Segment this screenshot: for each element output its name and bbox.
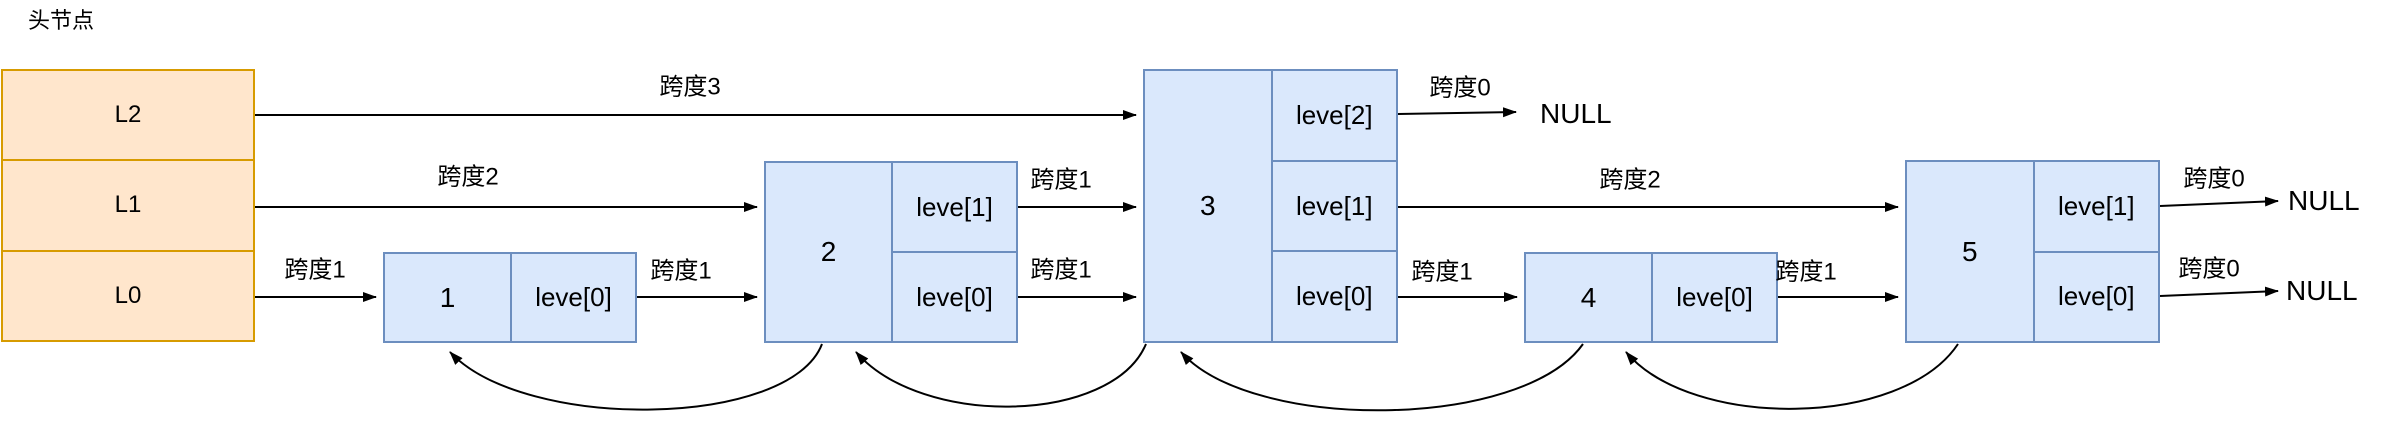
node-1-level-0: leve[0] [535,282,612,312]
span-label-node3-lv2-null: 跨度0 [1429,74,1491,102]
span-label-node1-to-node2: 跨度1 [650,257,712,285]
head-level-l1: L1 [3,159,253,249]
node-3-value: 3 [1199,190,1216,221]
node-2: 2 leve[1] leve[0] [764,161,1018,343]
node-4-level-0: leve[0] [1676,282,1753,312]
node-2-level-1: leve[1] [916,191,993,222]
node-3-level-1: leve[1] [1272,159,1396,251]
node-1: 1 leve[0] [383,252,637,343]
null-label-node3-lv2: NULL [1540,98,1612,129]
span-label-l1-to-node2: 跨度2 [437,163,499,191]
node-5-value: 5 [1961,235,1978,267]
node-4-value: 4 [1580,281,1597,313]
span-label-l2-to-node3: 跨度3 [659,73,721,101]
span-label-node2-lv1-node3: 跨度1 [1030,166,1092,194]
null-label-node5-lv0: NULL [2286,275,2358,306]
span-label-node2-lv0-node3: 跨度1 [1030,256,1092,284]
span-label-node3-lv0-node4: 跨度1 [1411,258,1473,286]
node-2-level-0: leve[0] [893,251,1016,341]
node-1-value: 1 [439,281,456,313]
arrow-node5-lv1-to-null [2159,196,2279,207]
span-label-node3-lv1-node5: 跨度2 [1599,166,1661,194]
prev-arrow-node2-to-node1 [449,343,823,411]
arrow-node3-lv2-to-null [1397,107,1517,118]
node-5-level-0: leve[0] [2034,250,2158,342]
node-5: 5 leve[1] leve[0] [1905,160,2160,343]
head-level-l2: L2 [114,101,142,129]
node-2-value: 2 [820,236,837,267]
head-level-l0: L0 [3,249,253,340]
head-node: L2 L1 L0 [1,69,255,342]
span-label-node5-lv0-null: 跨度0 [2178,255,2240,283]
null-label-node5-lv1: NULL [2288,185,2360,216]
span-label-l0-to-node1: 跨度1 [284,256,346,284]
prev-arrow-node5-to-node4 [1625,343,1959,410]
prev-arrow-node4-to-node3 [1180,343,1584,412]
node-3-level-2: leve[2] [1295,99,1373,130]
node-4: 4 leve[0] [1524,252,1778,343]
span-label-node4-to-node5: 跨度1 [1775,258,1837,286]
span-label-node5-lv1-null: 跨度0 [2183,165,2245,193]
prev-arrow-node3-to-node2 [855,343,1147,408]
diagram-title: 头节点 [28,8,95,33]
node-3: 3 leve[2] leve[1] leve[0] [1143,69,1398,343]
arrow-node5-lv0-to-null [2159,286,2279,297]
node-3-level-0: leve[0] [1272,250,1396,341]
node-5-level-1: leve[1] [2057,190,2135,221]
